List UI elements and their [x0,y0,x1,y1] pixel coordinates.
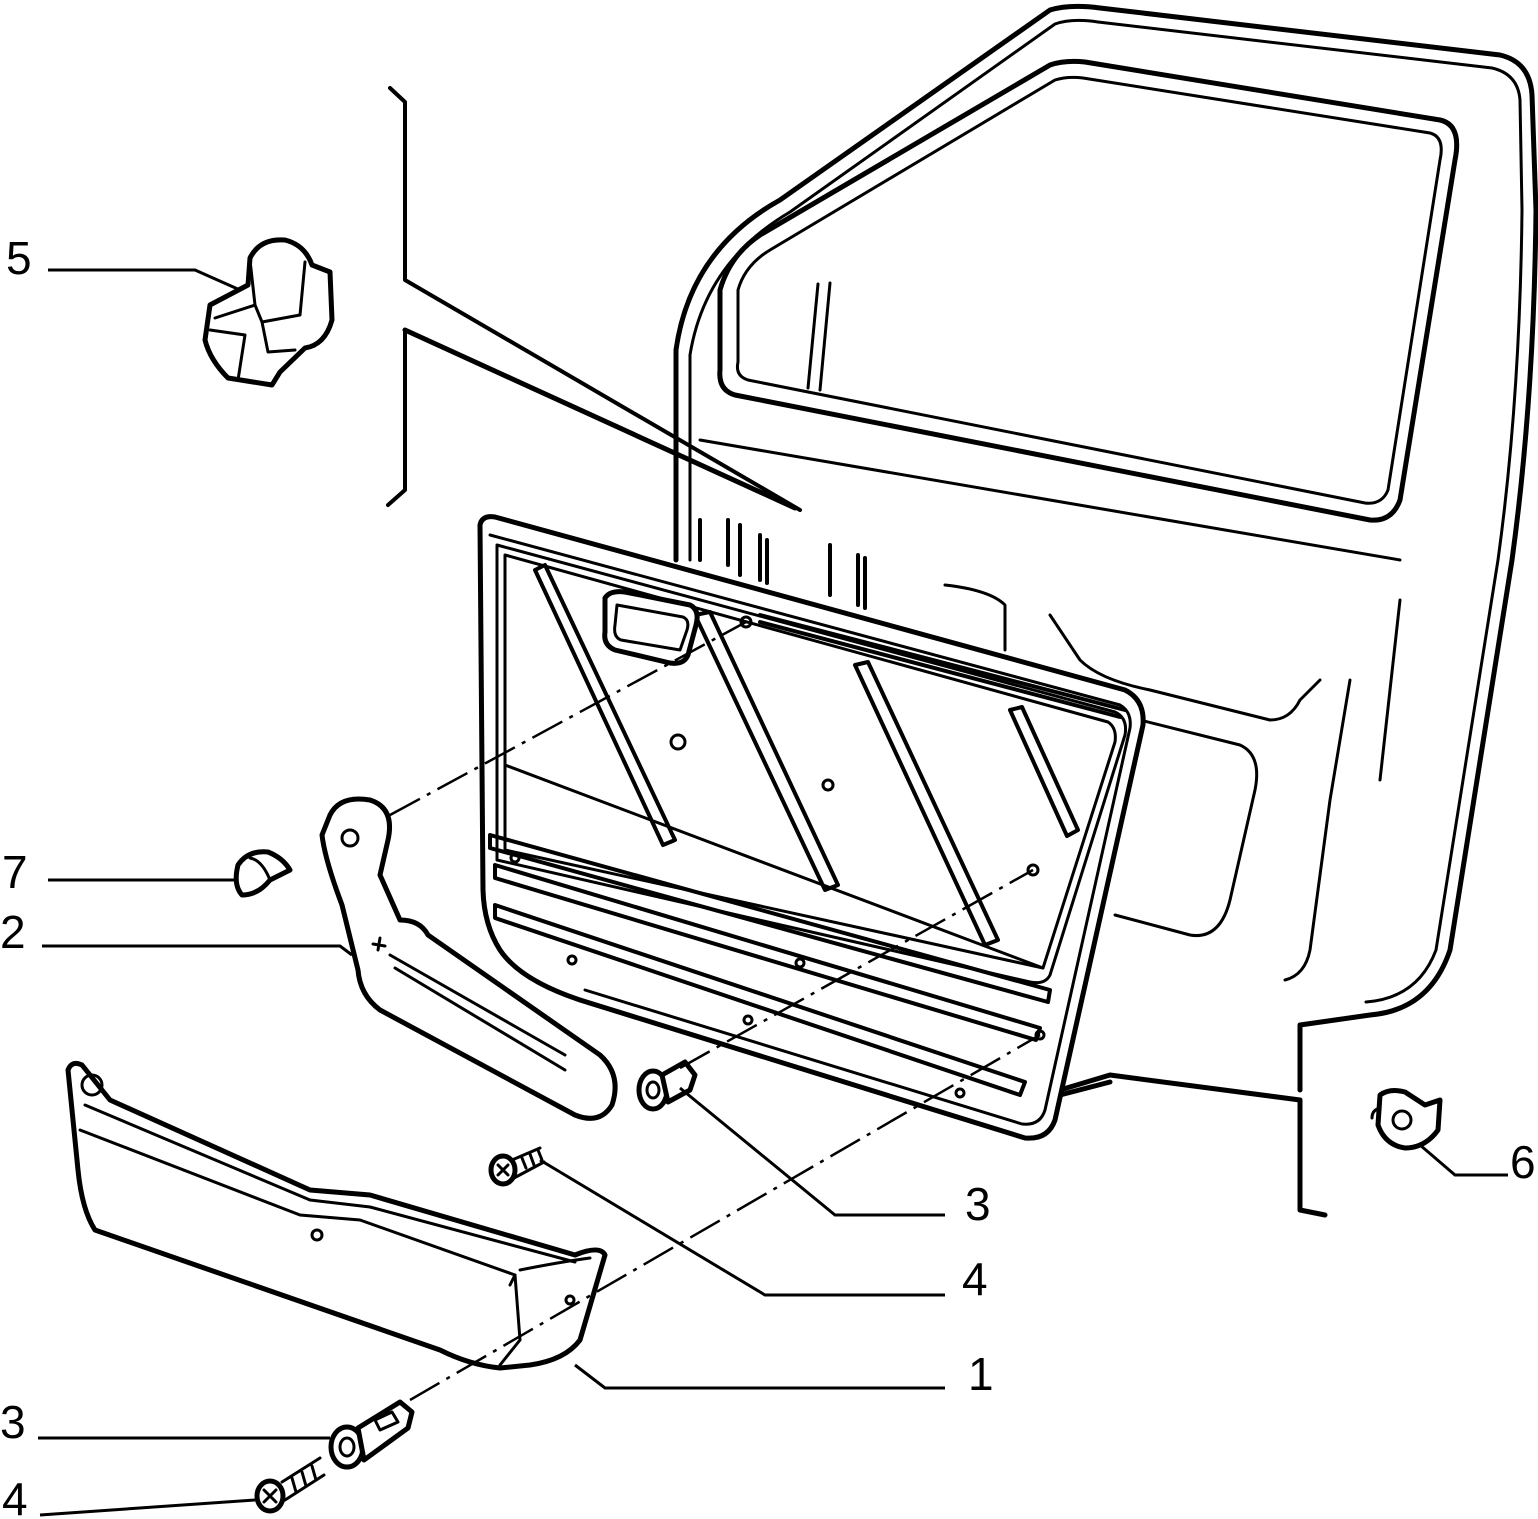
fastener-3-lower [328,1399,415,1470]
cap-part [233,849,293,898]
door-shell [673,3,1538,1218]
callout-3-lower: 3 [0,1396,26,1448]
armrest [319,796,618,1121]
callout-5: 5 [6,232,32,284]
clip-part [202,237,335,388]
callout-3-upper: 3 [965,1178,991,1230]
door-pocket [65,1060,608,1371]
fastener-3-upper [636,1059,698,1112]
door-trim-panel [477,514,1146,1141]
callout-1: 1 [968,1348,994,1400]
callout-labels: 5 7 2 6 3 4 1 3 4 [0,232,1536,1519]
assembly-axis-lines [389,620,1041,1402]
callout-6: 6 [1510,1136,1536,1188]
screw-4-lower [254,1456,326,1514]
leader-lines [38,268,1508,1517]
callout-7: 7 [2,846,28,898]
callout-4-upper: 4 [962,1253,988,1305]
callout-4-lower: 4 [2,1473,28,1519]
callout-2: 2 [0,906,26,958]
assembly-bracket-lines [386,86,802,512]
push-clip-part [1370,1088,1443,1151]
screw-4-upper [488,1146,546,1187]
